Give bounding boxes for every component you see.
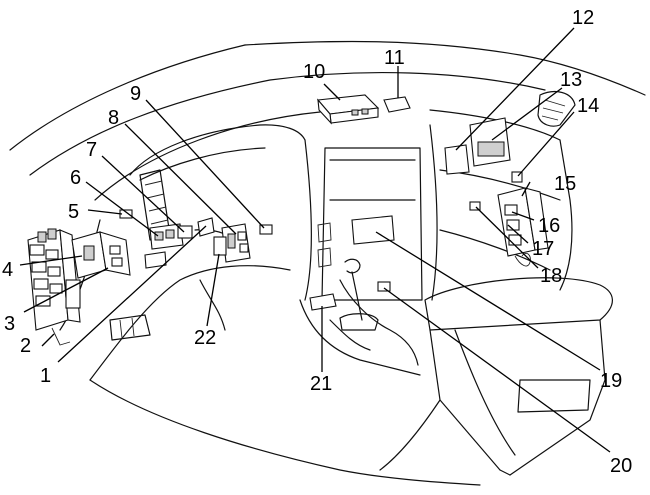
callout-4: 4 [2, 259, 13, 281]
junction-block-right [469, 171, 549, 267]
callout-22: 22 [194, 327, 216, 349]
callout-20: 20 [610, 455, 632, 477]
callout-12: 12 [572, 7, 594, 29]
components [27, 94, 549, 346]
callout-18: 18 [540, 265, 562, 287]
leader-5 [87, 209, 123, 215]
leader-8 [124, 123, 237, 235]
leader-22 [206, 253, 220, 327]
leader-20 [383, 287, 611, 453]
leader-14 [517, 111, 575, 177]
callout-21: 21 [310, 373, 332, 395]
ecu-10 [316, 94, 380, 125]
callout-15: 15 [554, 173, 576, 195]
leader-10 [323, 83, 341, 101]
leader-4 [19, 255, 83, 266]
callout-2: 2 [20, 335, 31, 357]
callout-7: 7 [86, 139, 97, 161]
relay-block-4 [71, 231, 131, 279]
leader-lines [19, 27, 611, 453]
leader-15 [521, 181, 531, 197]
callout-16: 16 [538, 215, 560, 237]
leader-17 [507, 224, 529, 244]
callout-10: 10 [303, 61, 325, 83]
callout-9: 9 [130, 83, 141, 105]
connector-1 [197, 217, 215, 237]
leader-18 [475, 206, 539, 269]
relay-block-6-7 [144, 223, 193, 269]
leader-3 [23, 267, 109, 313]
leader-12 [455, 27, 575, 151]
callout-19: 19 [600, 370, 622, 392]
leader-13 [491, 87, 563, 141]
callout-13: 13 [560, 69, 582, 91]
callout-17: 17 [532, 238, 554, 260]
relay-20 [377, 281, 391, 292]
leader-6 [85, 181, 159, 237]
callout-labels: 1 2 3 4 5 6 7 8 9 10 11 12 13 14 15 16 1… [2, 7, 632, 477]
relay-21 [309, 293, 337, 311]
callout-14: 14 [577, 95, 599, 117]
relay-block-12-13 [444, 117, 511, 175]
leader-9 [145, 99, 265, 229]
leader-2 [41, 333, 55, 347]
relay-block-8 [221, 223, 251, 263]
callout-6: 6 [70, 167, 81, 189]
callout-3: 3 [4, 313, 15, 335]
callout-5: 5 [68, 201, 79, 223]
relay-11 [383, 96, 411, 113]
leader-1 [57, 225, 207, 363]
leader-19 [375, 231, 601, 371]
callout-11: 11 [384, 47, 405, 69]
leader-16 [511, 211, 535, 221]
relay-9 [259, 224, 273, 235]
relay-22 [213, 236, 227, 256]
callout-8: 8 [108, 107, 119, 129]
leader-7 [101, 155, 185, 233]
callout-1: 1 [40, 365, 51, 387]
dashboard-outline [9, 40, 646, 486]
